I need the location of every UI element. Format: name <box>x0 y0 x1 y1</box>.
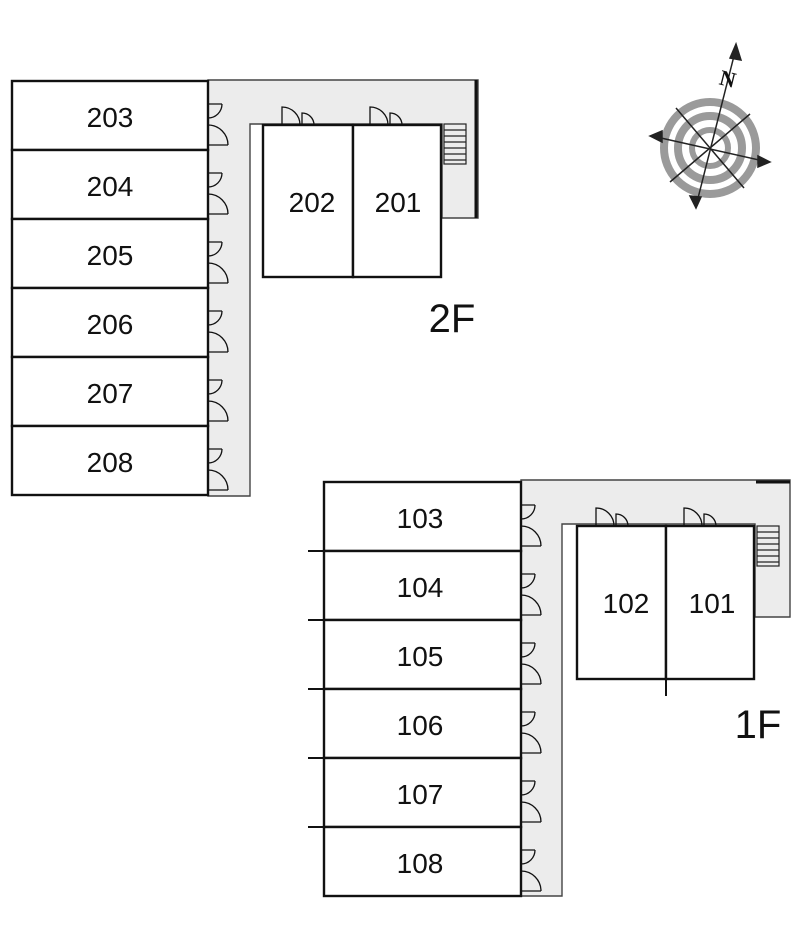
door-icons-1f-west <box>520 504 542 892</box>
room-207: 207 <box>10 355 210 428</box>
room-108: 108 <box>322 825 523 898</box>
door-icons-1f-east <box>595 507 717 527</box>
room-number: 208 <box>87 447 134 478</box>
floor-2f: 203 204 205 206 207 208 <box>10 79 479 497</box>
room-number: 108 <box>397 848 444 879</box>
north-label: N <box>717 65 739 93</box>
room-number: 103 <box>397 503 444 534</box>
room-number: 206 <box>87 309 134 340</box>
room-204: 204 <box>10 148 210 221</box>
room-202: 202 <box>261 123 355 279</box>
room-208: 208 <box>10 424 210 497</box>
floor-1f: 103 104 105 106 107 108 <box>308 479 791 898</box>
room-106: 106 <box>322 687 523 760</box>
room-number: 204 <box>87 171 134 202</box>
room-number: 205 <box>87 240 134 271</box>
room-103: 103 <box>322 480 523 553</box>
room-number: 105 <box>397 641 444 672</box>
room-205: 205 <box>10 217 210 290</box>
room-number: 207 <box>87 378 134 409</box>
room-number: 107 <box>397 779 444 810</box>
room-number: 106 <box>397 710 444 741</box>
room-201: 201 <box>351 123 443 279</box>
room-number: 202 <box>289 187 336 218</box>
door-icons-2f-west <box>207 103 229 491</box>
wall-ticks-1f <box>308 550 324 828</box>
floor-label-1f: 1F <box>735 703 782 747</box>
room-203: 203 <box>10 79 210 152</box>
stairs-1f <box>756 525 780 567</box>
corridor-1f <box>520 479 791 897</box>
room-206: 206 <box>10 286 210 359</box>
room-104: 104 <box>322 549 523 622</box>
compass-rose-icon: N <box>648 41 772 210</box>
room-number: 201 <box>375 187 422 218</box>
room-number: 101 <box>689 588 736 619</box>
stairs-2f <box>443 123 467 165</box>
room-number: 104 <box>397 572 444 603</box>
door-icons-2f-east <box>281 106 403 126</box>
room-105: 105 <box>322 618 523 691</box>
room-102: 102 <box>575 524 668 681</box>
floor-label-2f: 2F <box>429 297 476 341</box>
room-101: 101 <box>664 524 756 681</box>
room-107: 107 <box>322 756 523 829</box>
room-number: 102 <box>603 588 650 619</box>
room-number: 203 <box>87 102 134 133</box>
